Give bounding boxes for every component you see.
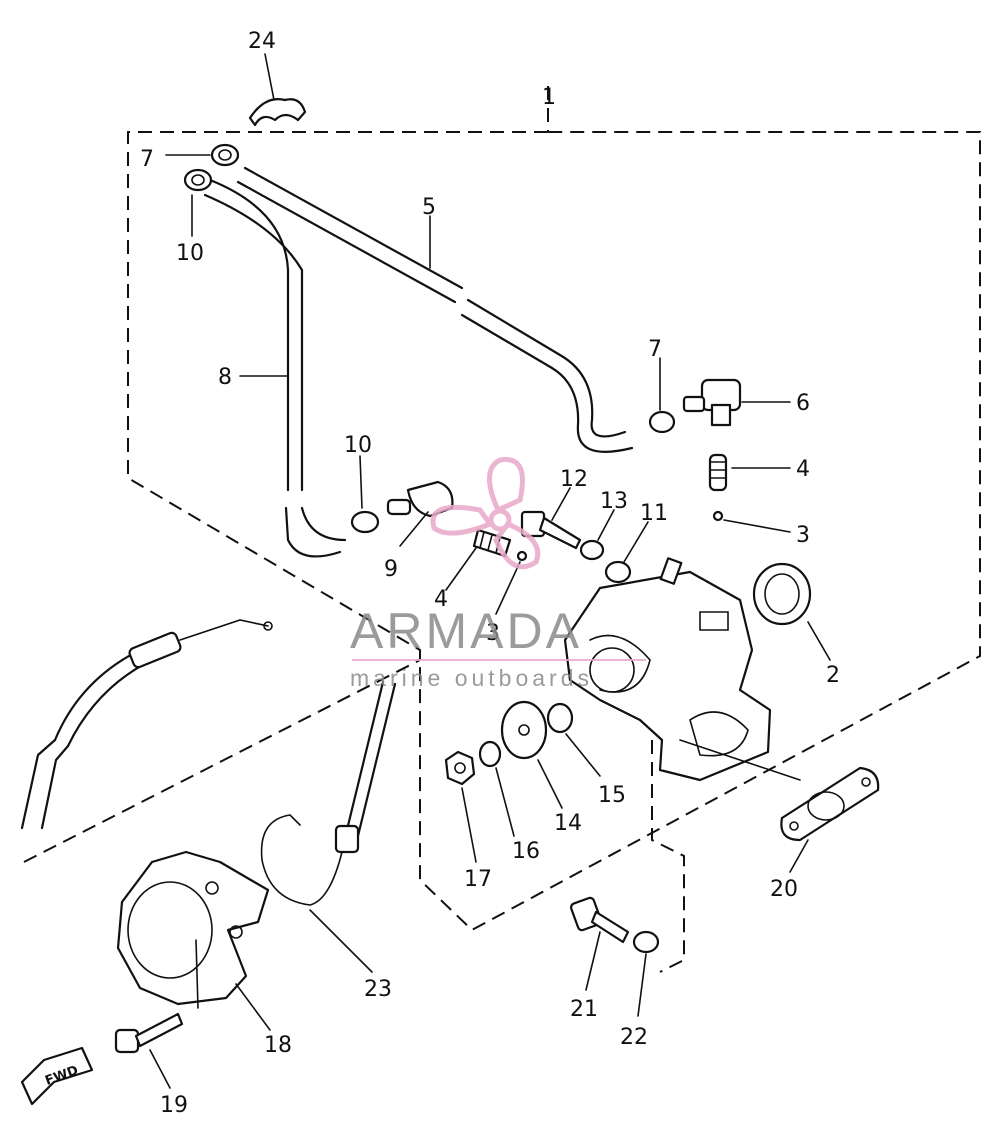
callout-12: 12 — [560, 467, 588, 492]
callout-21: 21 — [570, 997, 598, 1022]
callout-5: 5 — [422, 195, 436, 220]
callout-11: 11 — [640, 501, 668, 526]
assembly-boundary — [23, 86, 981, 932]
clip-10-mid — [350, 510, 380, 534]
bolt-19-guide — [195, 939, 199, 1009]
clip-10-top — [183, 168, 213, 192]
bolt-12 — [520, 510, 582, 550]
callout-16: 16 — [512, 839, 540, 864]
watermark-tagline: marine outboards — [350, 665, 593, 691]
callout-8: 8 — [218, 365, 232, 390]
callout-10-top: 10 — [176, 241, 204, 266]
callout-4-right: 4 — [796, 457, 810, 482]
callout-2: 2 — [826, 663, 840, 688]
callout-4-mid: 4 — [434, 587, 448, 612]
washer-13 — [579, 539, 605, 561]
fuel-pump-body — [563, 557, 772, 782]
callout-22: 22 — [620, 1025, 648, 1050]
bolt-guide-line — [651, 740, 685, 973]
clip-7-right — [648, 410, 676, 434]
bolt-21 — [569, 896, 630, 944]
oil-seal-2 — [752, 562, 812, 626]
fwd-direction-badge: FWD — [20, 1046, 94, 1106]
callout-7-right: 7 — [648, 337, 662, 362]
gasket-20 — [780, 766, 880, 842]
callout-6: 6 — [796, 391, 810, 416]
callout-20: 20 — [770, 877, 798, 902]
callout-17: 17 — [464, 867, 492, 892]
callout-1: 1 — [542, 85, 556, 110]
washer-15 — [546, 702, 574, 734]
clamp-24 — [248, 98, 307, 127]
hose-5 — [236, 166, 634, 453]
diaphragm-plate-14 — [500, 700, 548, 760]
check-ball-3-mid — [516, 550, 528, 562]
watermark-brand: ARMADA — [350, 603, 582, 659]
callout-13: 13 — [600, 489, 628, 514]
callout-15: 15 — [598, 783, 626, 808]
callout-14: 14 — [554, 811, 582, 836]
watermark: ARMADA marine outboards — [350, 457, 646, 691]
callout-18: 18 — [264, 1033, 292, 1058]
leader-lines — [149, 53, 831, 1089]
callout-3-mid: 3 — [486, 621, 500, 646]
callout-10-mid: 10 — [344, 433, 372, 458]
nut-17 — [444, 750, 476, 786]
washer-16 — [478, 740, 502, 768]
callout-3-right: 3 — [796, 523, 810, 548]
callout-7-top: 7 — [140, 147, 154, 172]
washer-22 — [632, 930, 660, 954]
callout-labels: 24 1 7 10 5 8 7 6 4 3 10 9 4 3 12 13 11 … — [140, 29, 840, 1118]
throttle-cable — [20, 619, 273, 830]
callout-24: 24 — [248, 29, 276, 54]
callout-9: 9 — [384, 557, 398, 582]
hose-8 — [203, 178, 347, 558]
callout-23: 23 — [364, 977, 392, 1002]
clip-7-top — [210, 143, 240, 167]
check-ball-3-right — [712, 510, 724, 522]
nut-11 — [604, 560, 632, 584]
cable-23 — [260, 680, 397, 906]
cover-18 — [116, 850, 270, 1006]
spring-4-right — [708, 453, 728, 492]
callout-19: 19 — [160, 1093, 188, 1118]
fitting-6 — [682, 378, 742, 427]
bolt-19 — [114, 1012, 184, 1054]
propeller-icon — [430, 457, 541, 570]
